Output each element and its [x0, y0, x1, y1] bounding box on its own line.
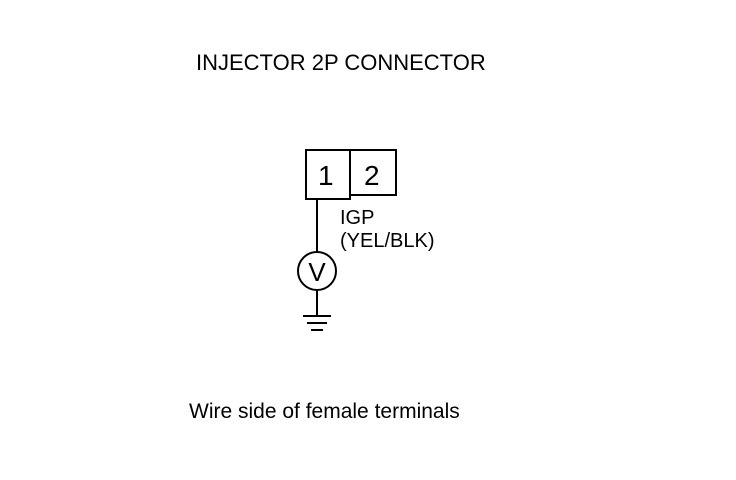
voltmeter-symbol: V — [308, 257, 326, 287]
ground-icon — [303, 315, 331, 331]
connector — [305, 149, 397, 200]
wire-color-label: (YEL/BLK) — [340, 230, 434, 252]
terminal-1-label: 1 — [318, 160, 334, 191]
terminal-2-label: 2 — [364, 160, 380, 191]
diagram-title: INJECTOR 2P CONNECTOR — [196, 50, 486, 75]
wire-signal-label: IGP — [340, 207, 374, 229]
voltmeter-icon: V — [297, 251, 337, 291]
diagram-caption: Wire side of female terminals — [189, 400, 460, 423]
